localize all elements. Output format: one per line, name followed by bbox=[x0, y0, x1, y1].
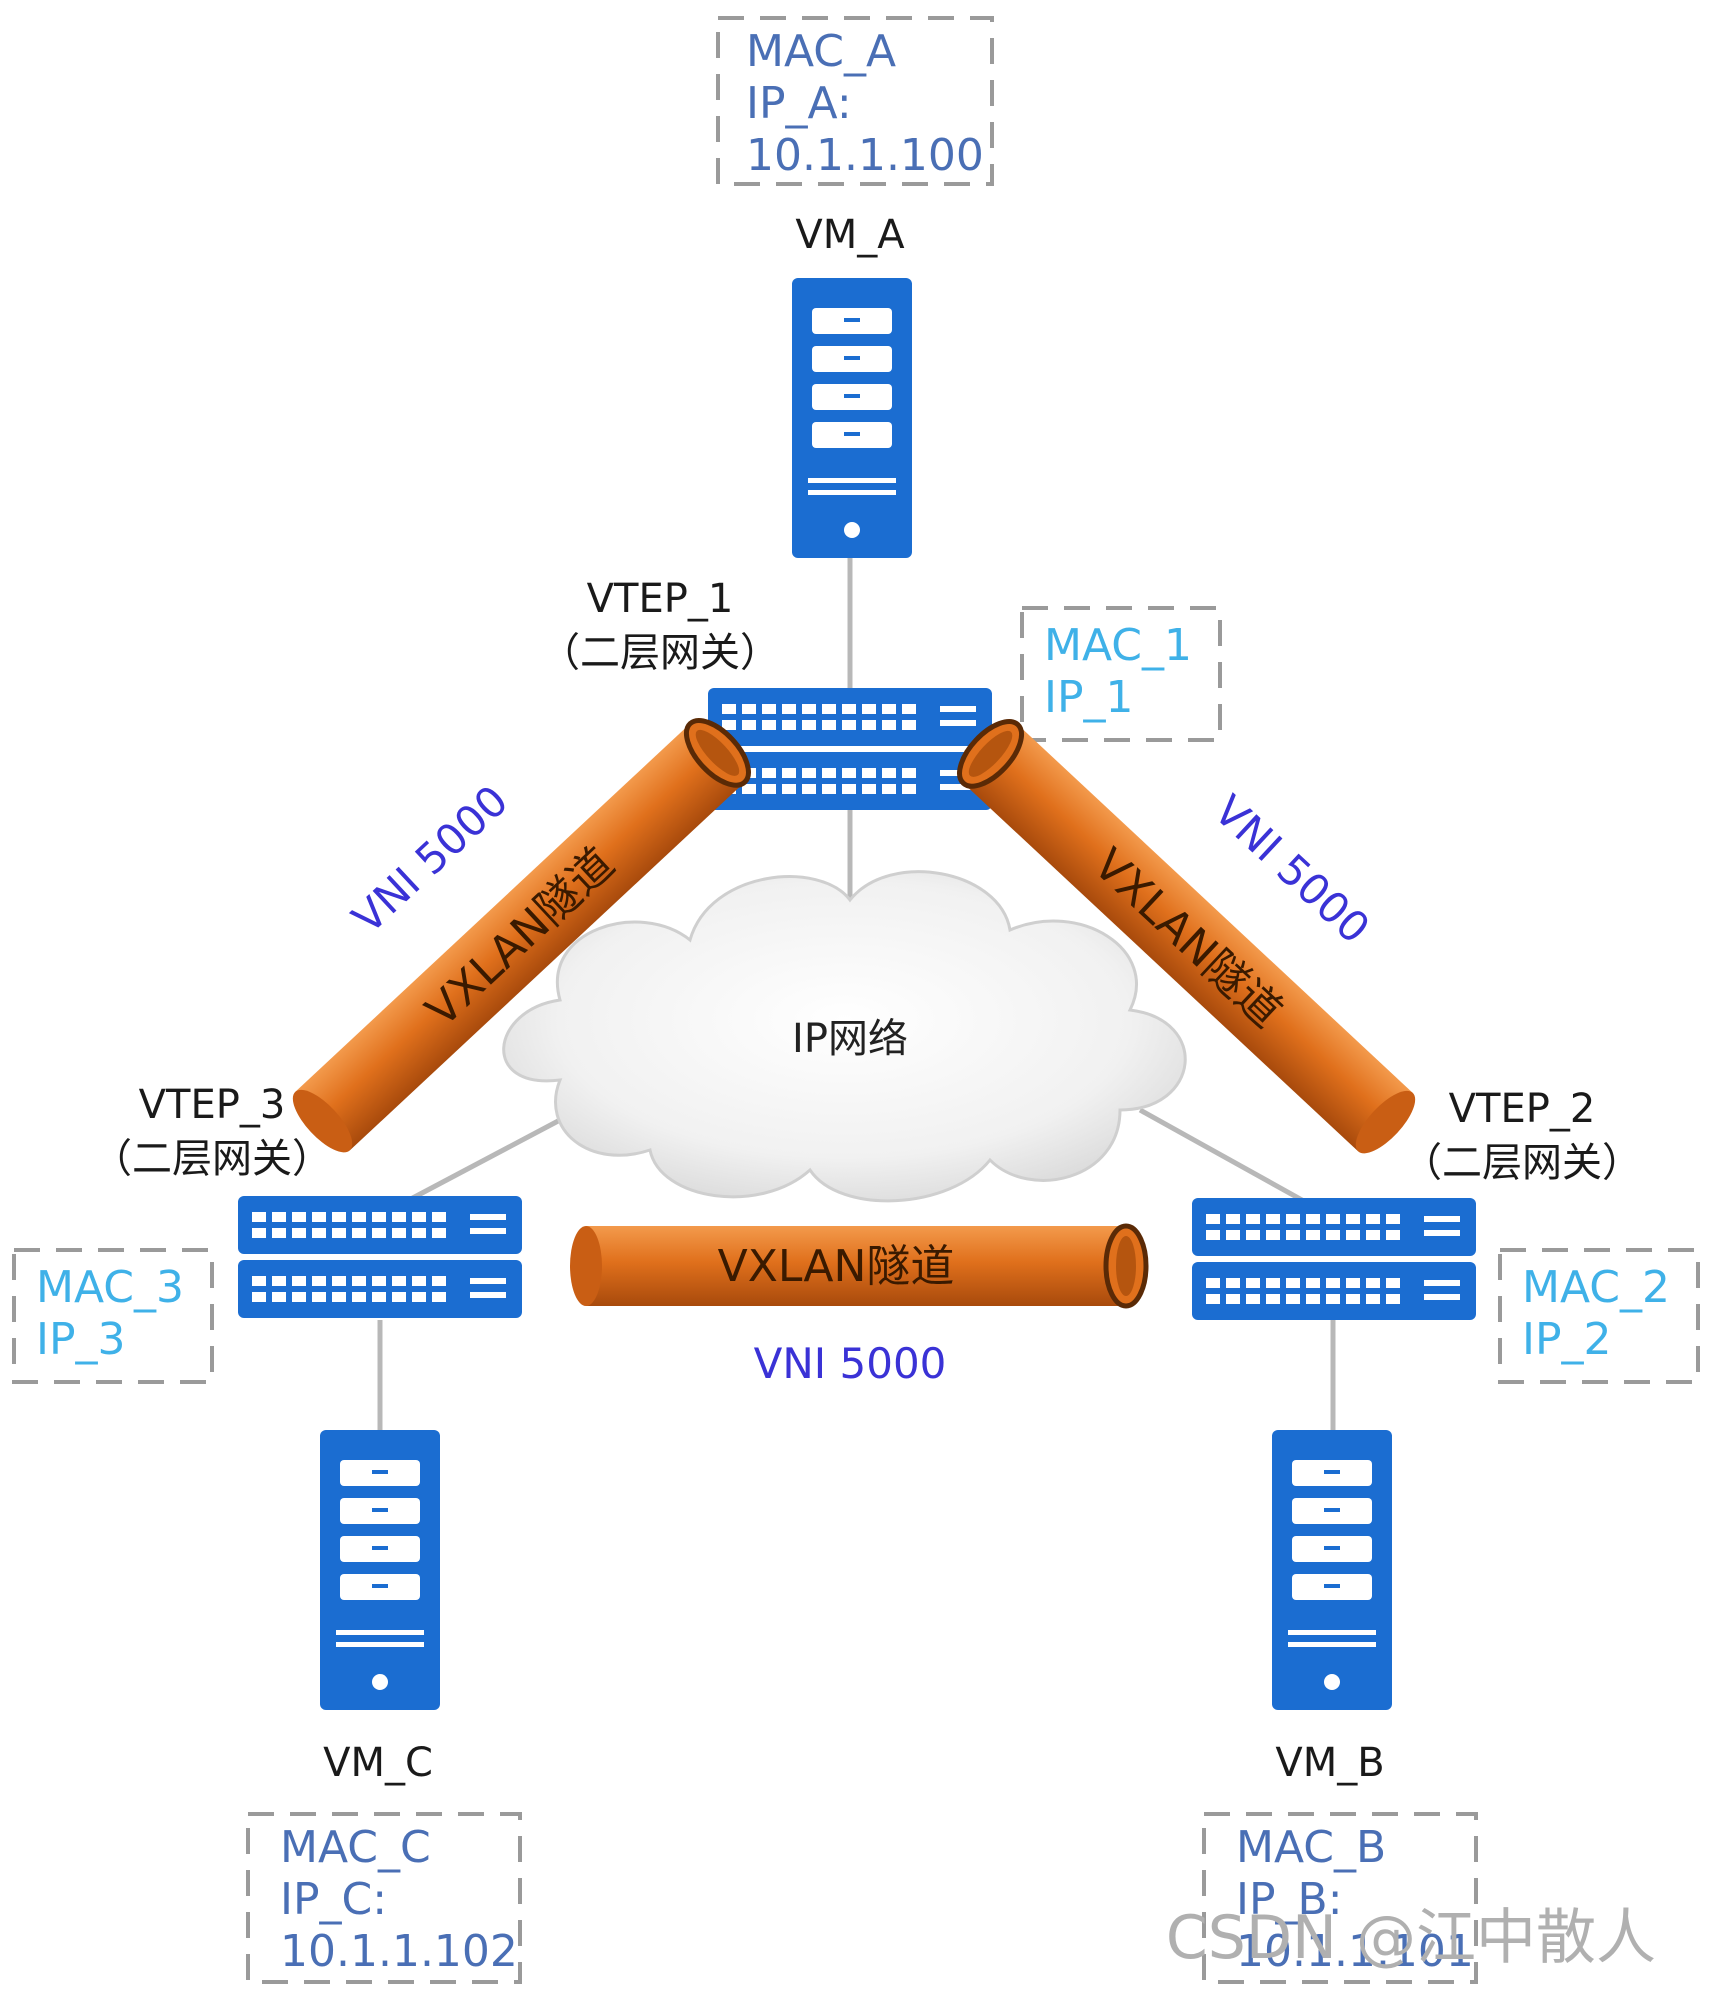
vtep2-switch-icon bbox=[1192, 1198, 1476, 1320]
vm-c-server-icon bbox=[320, 1430, 440, 1710]
vm-b-server-icon bbox=[1272, 1430, 1392, 1710]
vm-a-mac: MAC_A bbox=[746, 26, 896, 77]
vtep1-info-box bbox=[1020, 606, 1222, 742]
vtep3-switch-icon bbox=[238, 1196, 522, 1318]
vm-a-ip-label: IP_A: bbox=[746, 78, 852, 129]
vm-b-info-box bbox=[1202, 1812, 1478, 1984]
vm-b-ip-label: IP_B: bbox=[1236, 1874, 1343, 1925]
vm-c-ip: 10.1.1.102 bbox=[280, 1926, 518, 1977]
vtep1-ip: IP_1 bbox=[1044, 672, 1134, 723]
watermark: CSDN @江中散人 bbox=[1166, 1903, 1656, 1973]
vtep2-ip: IP_2 bbox=[1522, 1314, 1612, 1365]
vm-a-ip: 10.1.1.100 bbox=[746, 130, 984, 181]
vm-c-mac: MAC_C bbox=[280, 1822, 431, 1873]
vtep3-ip: IP_3 bbox=[36, 1314, 126, 1365]
ip-network-cloud bbox=[502, 870, 1187, 1203]
vtep1-role: （二层网关） bbox=[540, 630, 780, 676]
link-cloud-vtep3 bbox=[388, 1117, 562, 1213]
link-cloud-vtep2 bbox=[1138, 1107, 1322, 1213]
vm-c-ip-label: IP_C: bbox=[280, 1874, 387, 1925]
vtep1-switch-icon bbox=[708, 688, 992, 810]
tunnel-bottom-label: VXLAN隧道 bbox=[718, 1241, 955, 1292]
vtep1-mac: MAC_1 bbox=[1044, 620, 1192, 671]
vtep2-mac: MAC_2 bbox=[1522, 1262, 1670, 1313]
vtep3-mac: MAC_3 bbox=[36, 1262, 184, 1313]
vtep3-info-box bbox=[12, 1248, 214, 1384]
cloud-label: IP网络 bbox=[792, 1016, 908, 1062]
vtep3-role: （二层网关） bbox=[92, 1136, 332, 1182]
vm-a-server-icon bbox=[792, 278, 912, 558]
vtep2-role: （二层网关） bbox=[1402, 1140, 1642, 1186]
vm-c-info-box bbox=[246, 1812, 522, 1984]
vm-a-info-box bbox=[716, 16, 994, 186]
vm-b-mac: MAC_B bbox=[1236, 1822, 1386, 1873]
vtep1-name: VTEP_1 bbox=[587, 576, 734, 622]
tunnel-bottom: VXLAN隧道 bbox=[570, 1226, 1146, 1306]
vtep2-name: VTEP_2 bbox=[1449, 1086, 1596, 1132]
vtep3-name: VTEP_3 bbox=[139, 1082, 286, 1128]
tunnel-bottom-vni: VNI 5000 bbox=[754, 1339, 947, 1388]
vm-a-name: VM_A bbox=[795, 212, 905, 258]
vtep2-info-box bbox=[1498, 1248, 1700, 1384]
vm-b-ip: 10.1.1.101 bbox=[1236, 1926, 1474, 1977]
vm-b-name: VM_B bbox=[1275, 1740, 1384, 1786]
vm-c-name: VM_C bbox=[323, 1740, 433, 1786]
